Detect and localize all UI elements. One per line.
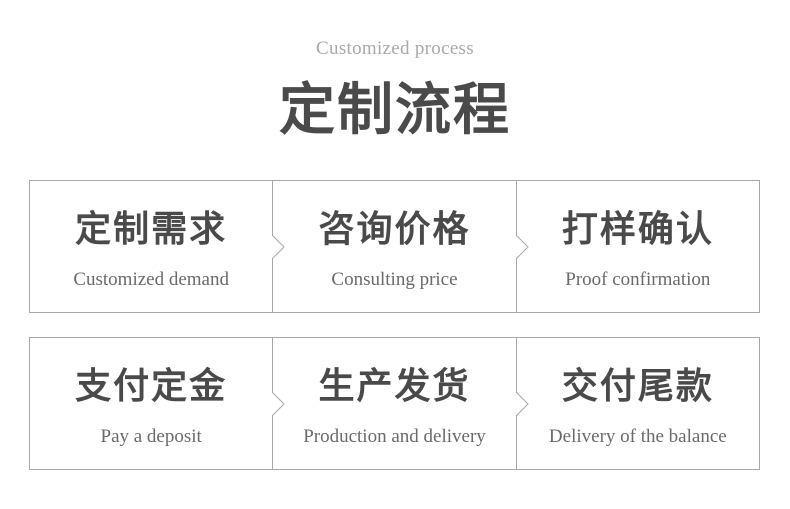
chevron-right-icon <box>271 234 286 259</box>
step-caption: Customized demand <box>73 269 229 290</box>
step-balance-delivery: 交付尾款 Delivery of the balance <box>515 338 759 469</box>
step-proof-confirmation: 打样确认 Proof confirmation <box>515 181 759 312</box>
step-caption: Production and delivery <box>303 426 486 447</box>
process-subtitle: Customized process <box>316 38 474 59</box>
step-title: 交付尾款 <box>561 365 714 407</box>
step-title: 支付定金 <box>75 365 228 407</box>
step-title: 咨询价格 <box>318 208 471 250</box>
step-consulting-price: 咨询价格 Consulting price <box>271 181 515 312</box>
step-caption: Consulting price <box>331 269 458 290</box>
step-title: 生产发货 <box>318 365 471 407</box>
step-caption: Delivery of the balance <box>548 426 727 447</box>
step-customized-demand: 定制需求 Customized demand <box>30 181 272 312</box>
chevron-right-icon <box>271 391 286 416</box>
process-row-1: 定制需求 Customized demand 咨询价格 Consulting p… <box>29 180 760 313</box>
step-title: 打样确认 <box>561 208 714 250</box>
step-pay-deposit: 支付定金 Pay a deposit <box>30 338 272 469</box>
step-production-delivery: 生产发货 Production and delivery <box>271 338 515 469</box>
step-caption: Proof confirmation <box>565 269 711 290</box>
step-title: 定制需求 <box>75 208 228 250</box>
process-row-2: 支付定金 Pay a deposit 生产发货 Production and d… <box>29 337 760 470</box>
chevron-right-icon <box>515 391 529 416</box>
chevron-right-icon <box>515 234 529 259</box>
step-caption: Pay a deposit <box>100 426 202 447</box>
process-title: 定制流程 <box>279 77 511 143</box>
